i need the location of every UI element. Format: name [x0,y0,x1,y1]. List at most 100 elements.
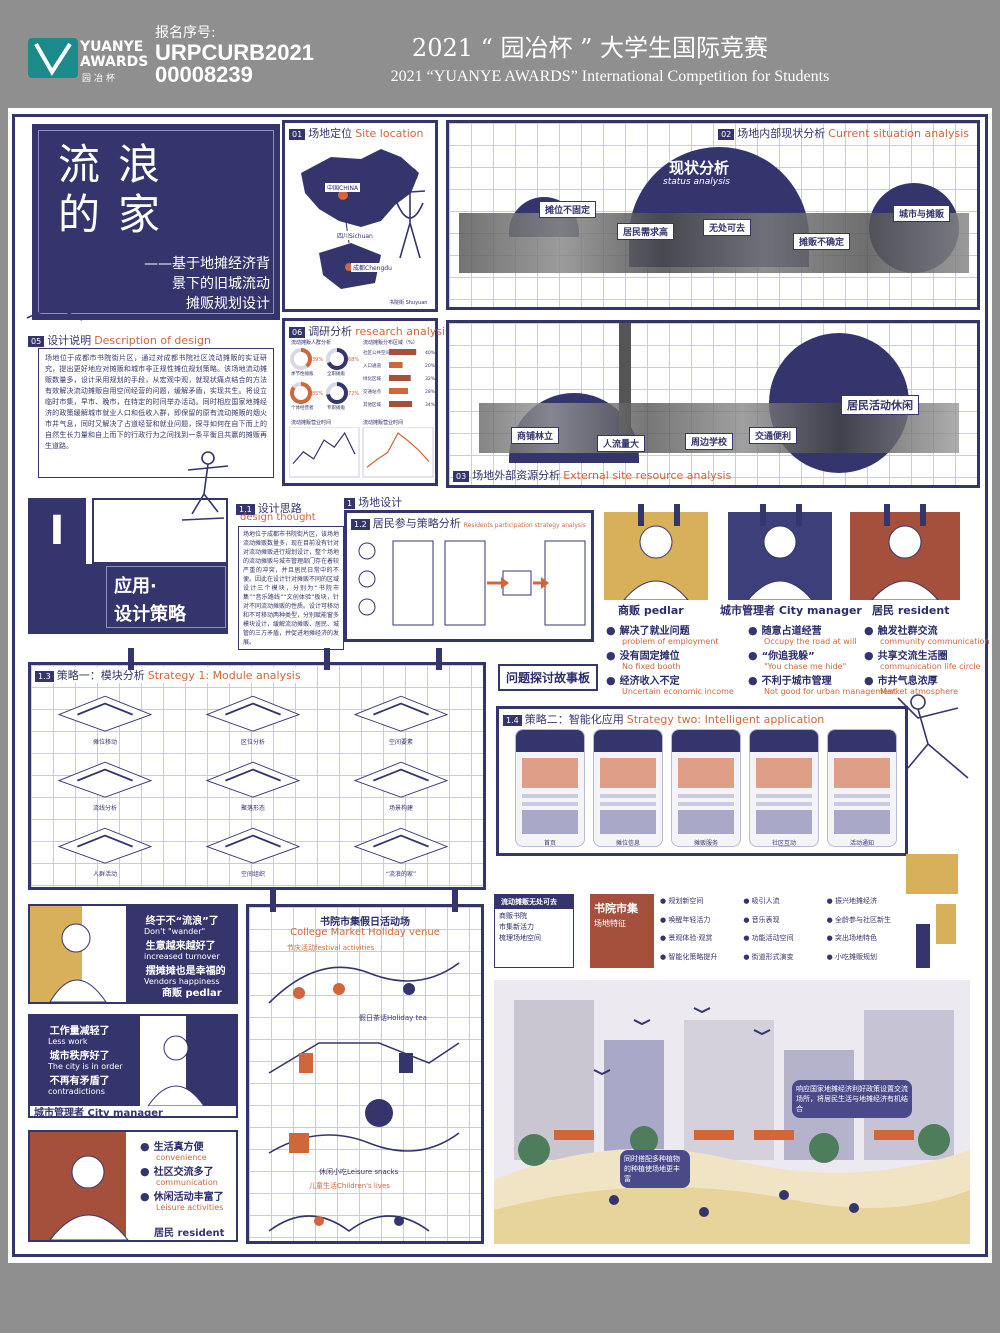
market-item: ● 景观体验·观赏 [660,934,713,942]
donut-label: 专职摊贩 [327,404,345,411]
module-label: 场景构建 [388,805,413,812]
app-screen-caption: 首页 [543,840,556,847]
module-label: 空间要素 [388,739,413,746]
persona-label-resident: 居民 resident [872,604,950,617]
donut-arc [290,348,312,370]
line-series [366,432,430,468]
market-item: ● 吸引人流 [743,897,780,905]
bar [389,362,403,368]
donut-value: 68% [348,357,359,363]
app-screen: 摊位信息 [593,729,663,847]
pedlar-story-icon [49,923,107,1002]
venue-label-children: 儿童生活Children's lives [309,1182,390,1190]
registration-label: 报名序号: [155,25,216,41]
app-screen-caption: 摊位信息 [615,840,640,847]
bar-value: 34% [425,402,435,408]
competition-title-en: 2021 “YUANYE AWARDS” International Compe… [390,68,830,85]
module-label: “流浪的家” [385,871,417,878]
module-item: 人群活动 [45,819,165,879]
bar [389,375,411,381]
story-resident-persona: 居民 resident [154,1228,225,1239]
line-charts [289,427,434,478]
status-banner-en: status analysis [663,177,730,187]
tea-sketch [268,1042,460,1074]
donut-label: 全职摊贩 [327,370,345,377]
module-item: 摊位移动 [45,687,165,747]
market-items: ● 规划新空间● 吸引人流● 振兴地摊经济● 唤醒年轻活力● 音乐表现● 全龄参… [660,896,906,968]
persona-label-pedlar: 商贩 pedlar [618,604,684,617]
part-title-line1: 应用· [114,576,157,597]
line-chart-frame [289,427,360,478]
external-tag-4: 周边学校 [685,433,734,450]
market-item: ● 小吃摊贩规划 [826,952,877,961]
venue-panel: 书院市集假日活动场 College Market Holiday venue 节… [246,904,484,1244]
persona-card-manager [728,512,832,601]
story-manager-persona: 城市管理者 City manager [34,1108,163,1119]
bar [389,349,417,355]
module-label: 人群活动 [92,871,117,878]
market-item: ● 唤醒年轻活力 [660,915,711,924]
external-tag-5: 交通便利 [749,427,798,444]
donut-value: 72% [348,391,359,397]
dancer-figure-icon [26,282,93,321]
market-item: ● 振兴地摊经济 [826,897,877,905]
venue-label-festival: 节庆活动festival activities [287,944,375,952]
app-screen: 社区互动 [749,729,819,847]
bar-label: 交通站点 [363,388,381,395]
market-item: ● 全龄参与社区新生 [826,915,891,924]
bar-value: 40% [425,350,435,356]
module-item: 空间要素 [341,687,461,747]
status-tag-3: 无处可去 [703,219,752,236]
app-screen: 活动通知 [827,729,897,847]
status-tag-2: 居民需求高 [617,223,675,240]
market-item: ● 功能活动空间 [743,934,794,942]
module-item: 场景构建 [341,753,461,813]
module-item: 聚落形态 [193,753,313,813]
subtitle: ——基于地摊经济背 景下的旧城流动 摊贩规划设计 [144,256,270,312]
line-chart-frame [362,427,434,478]
competition-title-cn: 2021 “ 园冶杯 ” 大学生国际竞赛 [411,34,769,62]
market-bubble-2: 同时搭配多种植物的种植使场地更丰富 [620,1150,690,1188]
children-sketch [268,1215,430,1232]
app-screen-caption: 社区互动 [771,840,796,847]
logo-sub: 园冶杯 [82,74,119,84]
line-series [292,431,356,464]
market-summary: 流动摊贩无处可去 商贩书院市集新活力梳理场地空间 书院市集 场地特征 ● 规划新… [494,894,970,974]
venue-label-tea: 假日茶话Holiday tea [359,1014,427,1022]
module-label: 摊位移动 [92,739,117,746]
part-roman-box: I [28,498,86,564]
status-tag-5: 城市与摊贩 [893,205,951,222]
part-title-line2: 设计策略 [114,604,186,625]
persona-card-resident [850,512,960,601]
donut-arc [326,348,348,370]
manager-sketch-icon [746,525,814,601]
status-banner: 现状分析 [669,159,730,177]
map-label-sichuan: 四川Sichuan [335,231,375,240]
market-item: ● 规划新空间 [660,897,704,905]
design-description-text: 场地位于成都市书院街片区，通过对成都书院社区流动摊贩的实证研究，提出更好地应对摊… [45,354,267,450]
module-item: “流浪的家” [341,819,461,879]
persona-card-pedlar [604,512,708,601]
